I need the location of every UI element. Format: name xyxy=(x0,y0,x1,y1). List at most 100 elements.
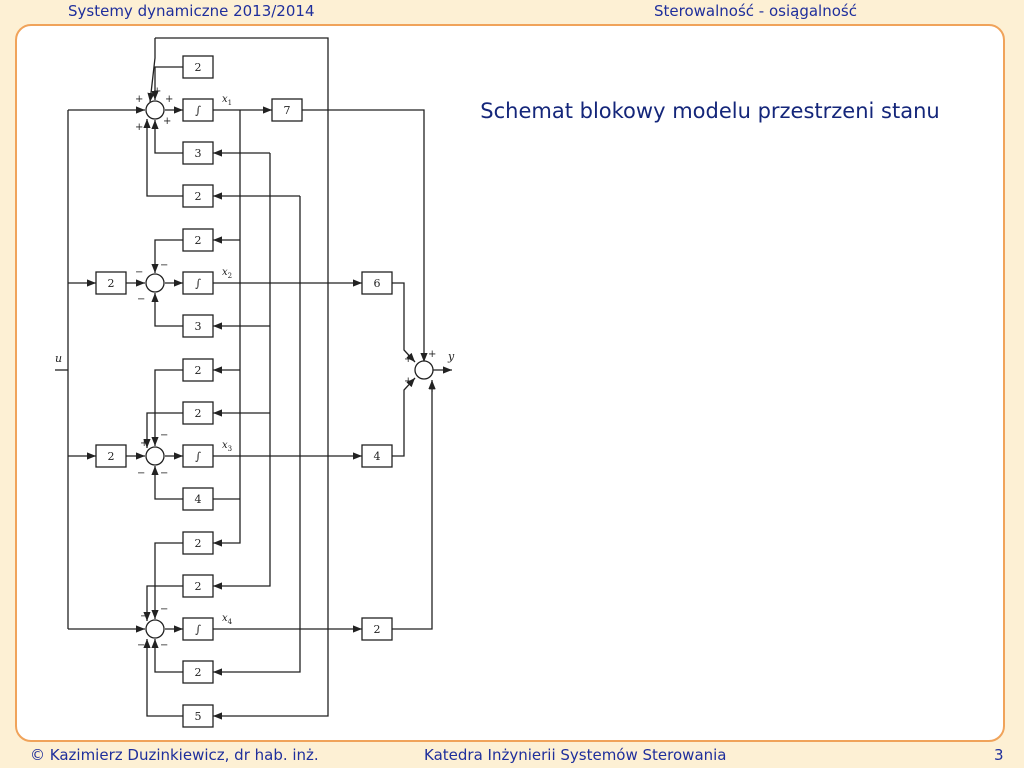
summing-junction xyxy=(145,446,165,466)
signal-wire xyxy=(151,466,183,500)
gain-block-value: 2 xyxy=(195,364,202,377)
gain-block-value: 2 xyxy=(195,580,202,593)
summing-junction xyxy=(145,619,165,639)
signal-wire xyxy=(392,380,436,630)
footer-author: © Kazimierz Duzinkiewicz, dr hab. inż. xyxy=(30,746,319,764)
sign-label: − xyxy=(137,294,145,305)
gain-block-value: 2 xyxy=(195,61,202,74)
sign-label: + xyxy=(135,122,143,133)
sign-label: + xyxy=(135,94,143,105)
sign-label: − xyxy=(137,640,145,651)
gain-block-value: 4 xyxy=(195,493,202,506)
gain-block-value: 2 xyxy=(195,234,202,247)
gain-block xyxy=(182,660,214,684)
sign-label: − xyxy=(160,430,168,441)
gain-block xyxy=(182,55,214,79)
state-label-x3: x3 xyxy=(222,440,232,453)
state-tap-x3 xyxy=(213,196,301,676)
input-gain-block-value: 2 xyxy=(108,450,115,463)
gain-block-value: 3 xyxy=(195,320,202,333)
signal-wire xyxy=(392,377,416,457)
header-course-title: Systemy dynamiczne 2013/2014 xyxy=(68,2,315,20)
sign-label: + xyxy=(153,86,161,97)
sign-label: − xyxy=(135,267,143,278)
integrator-block-value: ∫ xyxy=(195,104,201,117)
signal-wire xyxy=(151,369,183,446)
input-gain-block xyxy=(95,444,127,468)
signal-wire xyxy=(143,639,183,717)
sign-label: + xyxy=(428,384,436,395)
signal-wire xyxy=(151,293,183,327)
sign-label: + xyxy=(428,349,436,360)
input-gain-block-value: 2 xyxy=(108,277,115,290)
output-gain-block xyxy=(271,98,303,122)
gain-block xyxy=(182,184,214,208)
output-gain-block xyxy=(361,271,393,295)
sign-label: + xyxy=(163,116,171,127)
state-label-x4: x4 xyxy=(222,613,233,626)
gain-block xyxy=(182,531,214,555)
state-label-x2: x2 xyxy=(222,267,232,280)
sign-label: − xyxy=(137,468,145,479)
feedback-wire xyxy=(155,37,329,720)
output-gain-block xyxy=(361,444,393,468)
sign-label: − xyxy=(140,611,148,622)
signal-wire xyxy=(147,38,156,103)
gain-block-value: 2 xyxy=(195,190,202,203)
integrator-block xyxy=(182,98,214,122)
gain-block-value: 5 xyxy=(195,710,202,723)
output-gain-block xyxy=(361,617,393,641)
state-tap-x1 xyxy=(213,110,241,547)
gain-block-value: 2 xyxy=(195,666,202,679)
footer-department: Katedra Inżynierii Systemów Sterowania xyxy=(424,746,727,764)
gain-block xyxy=(182,358,214,382)
header-topic: Sterowalność - osiągalność xyxy=(654,2,857,20)
gain-block-value: 2 xyxy=(195,537,202,550)
integrator-block xyxy=(182,444,214,468)
gain-block xyxy=(182,401,214,425)
summing-junction xyxy=(145,273,165,293)
state-tap-x2 xyxy=(213,153,271,590)
signal-wire xyxy=(143,119,183,197)
sign-label: − xyxy=(160,468,168,479)
gain-block-value: 3 xyxy=(195,147,202,160)
output-summing-junction xyxy=(414,360,434,380)
output-gain-block-value: 6 xyxy=(374,277,381,290)
input-label: u xyxy=(55,352,62,365)
gain-block xyxy=(182,574,214,598)
gain-block xyxy=(182,487,214,511)
input-gain-block xyxy=(95,271,127,295)
signal-wire xyxy=(392,282,416,363)
page-number: 3 xyxy=(994,746,1004,764)
gain-block xyxy=(182,141,214,165)
signal-wire xyxy=(151,639,183,673)
integrator-block xyxy=(182,271,214,295)
gain-block xyxy=(182,314,214,338)
signal-wire xyxy=(302,109,428,362)
sign-label: + xyxy=(140,438,148,449)
gain-block xyxy=(182,228,214,252)
output-gain-block-value: 7 xyxy=(284,104,291,117)
integrator-block-value: ∫ xyxy=(195,623,201,636)
integrator-block-value: ∫ xyxy=(195,277,201,290)
sign-label: + xyxy=(404,354,412,365)
slide-title: Schemat blokowy modelu przestrzeni stanu xyxy=(480,99,940,123)
sign-label: − xyxy=(160,640,168,651)
sign-label: + xyxy=(165,94,173,105)
gain-block-value: 2 xyxy=(195,407,202,420)
signal-wire xyxy=(151,120,183,154)
sign-label: − xyxy=(160,260,168,271)
output-gain-block-value: 2 xyxy=(374,623,381,636)
state-label-x1: x1 xyxy=(222,94,232,107)
output-label: y xyxy=(447,350,455,363)
sign-label: + xyxy=(404,376,412,387)
signal-wire xyxy=(151,66,183,100)
slide-content-area xyxy=(15,24,1005,742)
integrator-block xyxy=(182,617,214,641)
signal-wire xyxy=(143,412,183,448)
signal-wire xyxy=(151,542,183,619)
signal-wire xyxy=(151,239,183,273)
gain-block xyxy=(182,704,214,728)
integrator-block-value: ∫ xyxy=(195,450,201,463)
